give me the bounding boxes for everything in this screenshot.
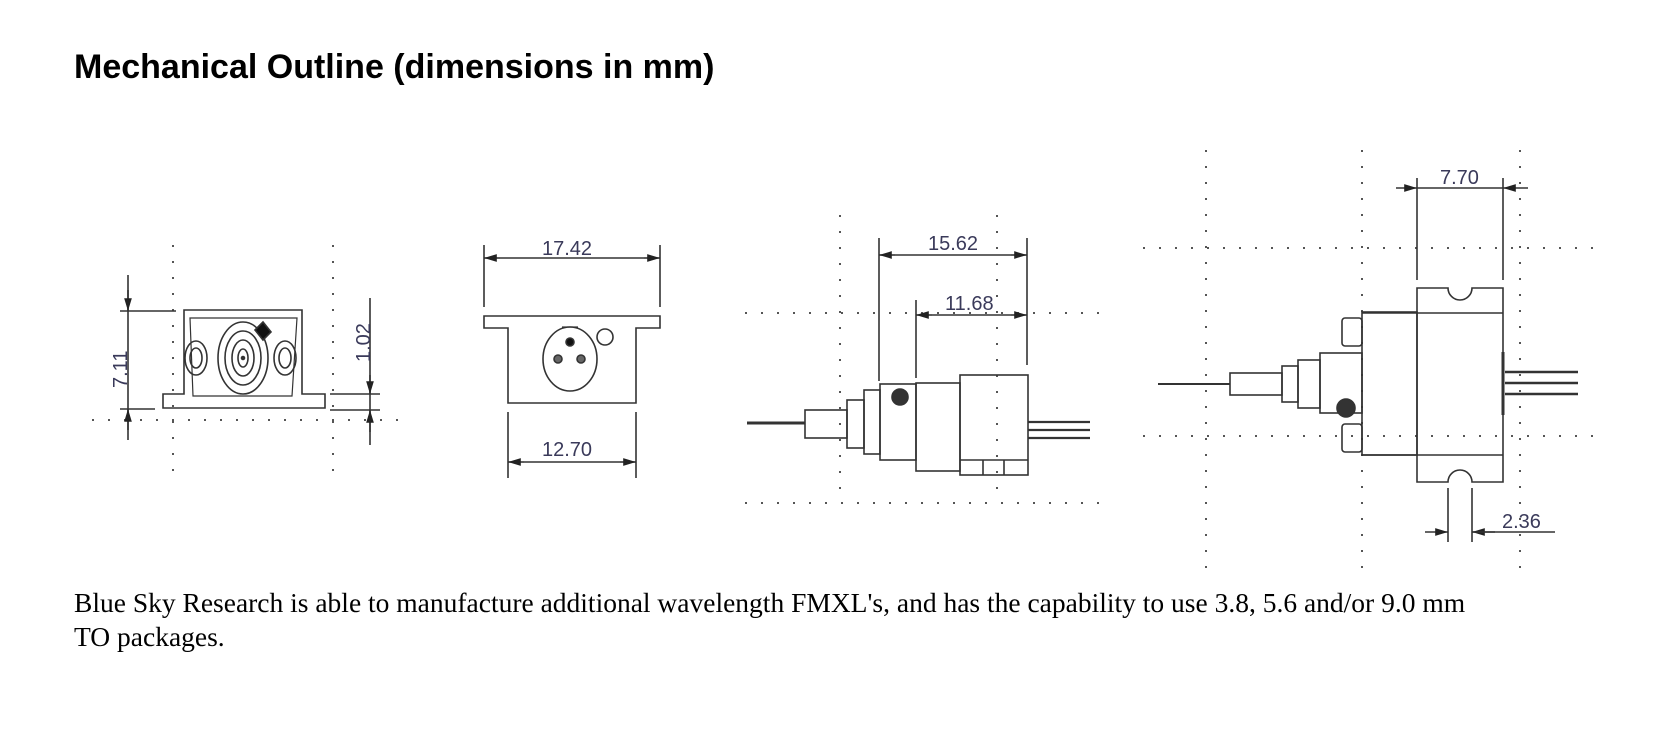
plan-view-slot-width-label: 2.36 (1502, 511, 1541, 533)
top-view-drawing (483, 245, 661, 478)
side-view-overall-length-label: 15.62 (928, 233, 978, 255)
body-paragraph: Blue Sky Research is able to manufacture… (74, 587, 1466, 652)
side-view-drawing (745, 215, 1110, 504)
front-view-flange-label: 1.02 (353, 323, 375, 362)
front-view-drawing (92, 245, 400, 480)
mechanical-drawings: 7.11 1.02 17.42 12.70 (92, 150, 1600, 575)
side-view-body-length-label: 11.68 (945, 293, 994, 315)
page-title: Mechanical Outline (dimensions in mm) (74, 48, 715, 86)
plan-view-flange-width-label: 7.70 (1440, 167, 1479, 189)
front-view-height-label: 7.11 (110, 351, 132, 388)
top-view-overall-width-label: 17.42 (542, 238, 592, 260)
plan-view-drawing (1143, 150, 1600, 575)
top-view-body-width-label: 12.70 (542, 439, 592, 461)
